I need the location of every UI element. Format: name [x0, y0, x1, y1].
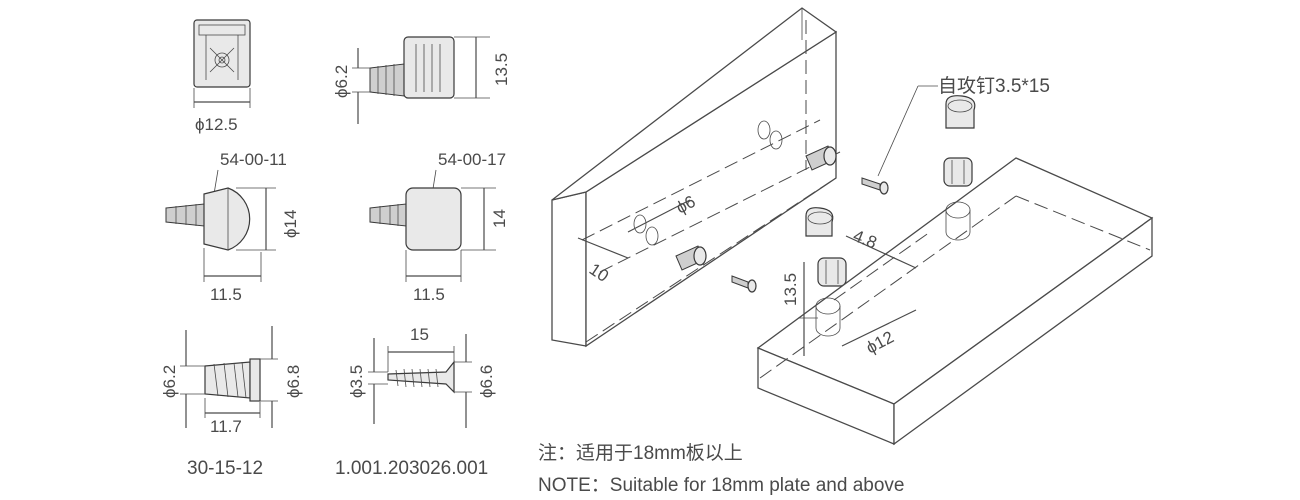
- assembly-bolt-lower: [675, 245, 707, 271]
- square-cap-code: 54-00-17: [438, 150, 506, 169]
- assembly-screw-label: 自攻钉3.5*15: [938, 75, 1050, 97]
- square-cap-view: 54-00-17 14 11.5: [369, 150, 509, 304]
- round-cap-view: 54-00-11 ϕ14 11.5: [165, 150, 300, 304]
- assembly-screw-upper: [861, 177, 889, 195]
- screw-len-label: 15: [410, 325, 429, 344]
- bolt-dia-label: ϕ6.2: [332, 65, 351, 98]
- bolt-view: 13.5 ϕ6.2: [332, 36, 511, 124]
- assembly-cam-lower: [817, 257, 847, 287]
- assembly-screw-lower: [731, 275, 757, 293]
- cam-width-label: ϕ12.5: [195, 115, 238, 134]
- assembly-bolt-upper: [805, 145, 837, 171]
- assembly-cam-upper: [945, 95, 976, 129]
- assembly-depth-label: 13.5: [781, 273, 800, 306]
- screw-dia-left-label: ϕ3.5: [347, 365, 366, 398]
- bolt-height-label: 13.5: [492, 53, 511, 86]
- assembly-cap-lower: [805, 207, 834, 237]
- screw-code: 1.001.203026.001: [335, 458, 488, 479]
- insert-dia-left-label: ϕ6.2: [160, 365, 179, 398]
- assembly-offset-label: 4.8: [851, 226, 880, 252]
- cam-housing-view: ϕ12.5: [193, 19, 251, 134]
- screw-callout: 自攻钉3.5*15: [877, 75, 1050, 177]
- square-cap-height-label: 14: [490, 209, 509, 228]
- upright-board: [551, 7, 841, 348]
- insert-dia-right-label: ϕ6.8: [284, 365, 303, 398]
- assembly-dim-depth: 13.5: [781, 262, 818, 356]
- round-cap-dia-label: ϕ14: [281, 210, 300, 238]
- round-cap-len-label: 11.5: [210, 285, 242, 304]
- assembly-cam-mid: [943, 157, 973, 187]
- insert-code: 30-15-12: [187, 458, 263, 479]
- round-cap-code: 54-00-11: [220, 150, 287, 169]
- screw-dia-right-label: ϕ6.6: [477, 365, 496, 398]
- shelf-board: [756, 157, 1154, 446]
- screw-view: 15 ϕ3.5 ϕ6.6 1.001.203026.001: [335, 325, 496, 479]
- insert-view: ϕ6.2 ϕ6.8 11.7 30-15-12: [160, 326, 303, 479]
- insert-len-label: 11.7: [210, 417, 242, 436]
- note-english: NOTE：Suitable for 18mm plate and above: [538, 475, 905, 496]
- square-cap-len-label: 11.5: [413, 285, 445, 304]
- note-chinese: 注：适用于18mm板以上: [538, 443, 743, 464]
